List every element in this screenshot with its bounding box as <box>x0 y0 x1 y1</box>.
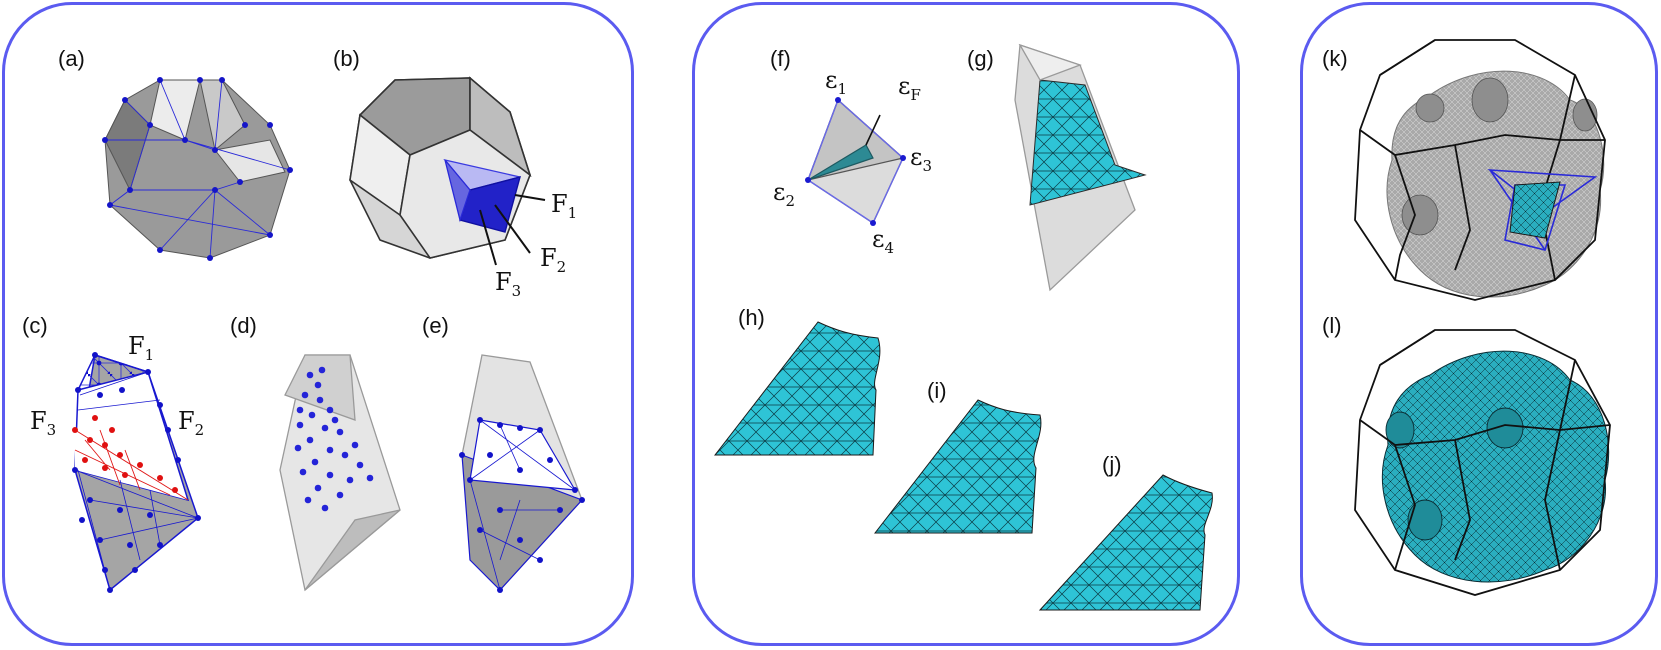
subfig-label-i: (i) <box>927 378 947 403</box>
f-energy-e2-label: ε2 <box>773 178 795 210</box>
subfig-label-l: (l) <box>1322 313 1342 338</box>
subfig-j-mesh-patch <box>1038 474 1213 611</box>
b-face-f1-label: F1 <box>551 190 578 222</box>
subfig-label-k: (k) <box>1322 46 1348 71</box>
subfig-b-polyhedron <box>349 76 546 266</box>
subfig-d-sample-points <box>279 354 401 592</box>
subfig-label-c: (c) <box>22 313 48 338</box>
f-energy-e3-label: ε3 <box>910 143 932 175</box>
f-energy-ef-label: εF <box>898 72 921 104</box>
c-face-f1-label: F1 <box>128 332 155 364</box>
subfig-c-meshed-tetrahedron <box>72 352 201 593</box>
subfig-g-fermi-patch-tetrahedron <box>1014 43 1147 292</box>
subfig-label-d: (d) <box>230 313 257 338</box>
subfig-label-e: (e) <box>422 313 449 338</box>
subfig-f-energy-tetrahedron <box>805 97 906 226</box>
c-face-f3-label: F3 <box>30 407 57 439</box>
subfig-l-fermi-surface-cyan <box>1354 329 1611 596</box>
f-energy-e1-label: ε1 <box>825 66 847 98</box>
subfig-label-a: (a) <box>58 46 85 71</box>
b-face-f3-label: F3 <box>495 268 522 300</box>
subfig-a-polyhedron <box>102 77 293 261</box>
b-face-f2-label: F2 <box>540 244 567 276</box>
subfig-label-f: (f) <box>770 46 791 71</box>
subfig-k-fermi-surface-grey <box>1354 39 1606 301</box>
subfig-i-mesh-patch <box>873 399 1042 534</box>
subfig-label-g: (g) <box>967 46 994 71</box>
subfig-label-j: (j) <box>1102 452 1122 477</box>
subfig-h-mesh-patch <box>713 321 881 456</box>
subfig-label-b: (b) <box>333 46 360 71</box>
f-energy-e4-label: ε4 <box>872 225 894 257</box>
c-face-f2-label: F2 <box>178 407 205 439</box>
subfig-e-triangulated-tetrahedron <box>459 354 585 593</box>
subfig-label-h: (h) <box>738 305 765 330</box>
